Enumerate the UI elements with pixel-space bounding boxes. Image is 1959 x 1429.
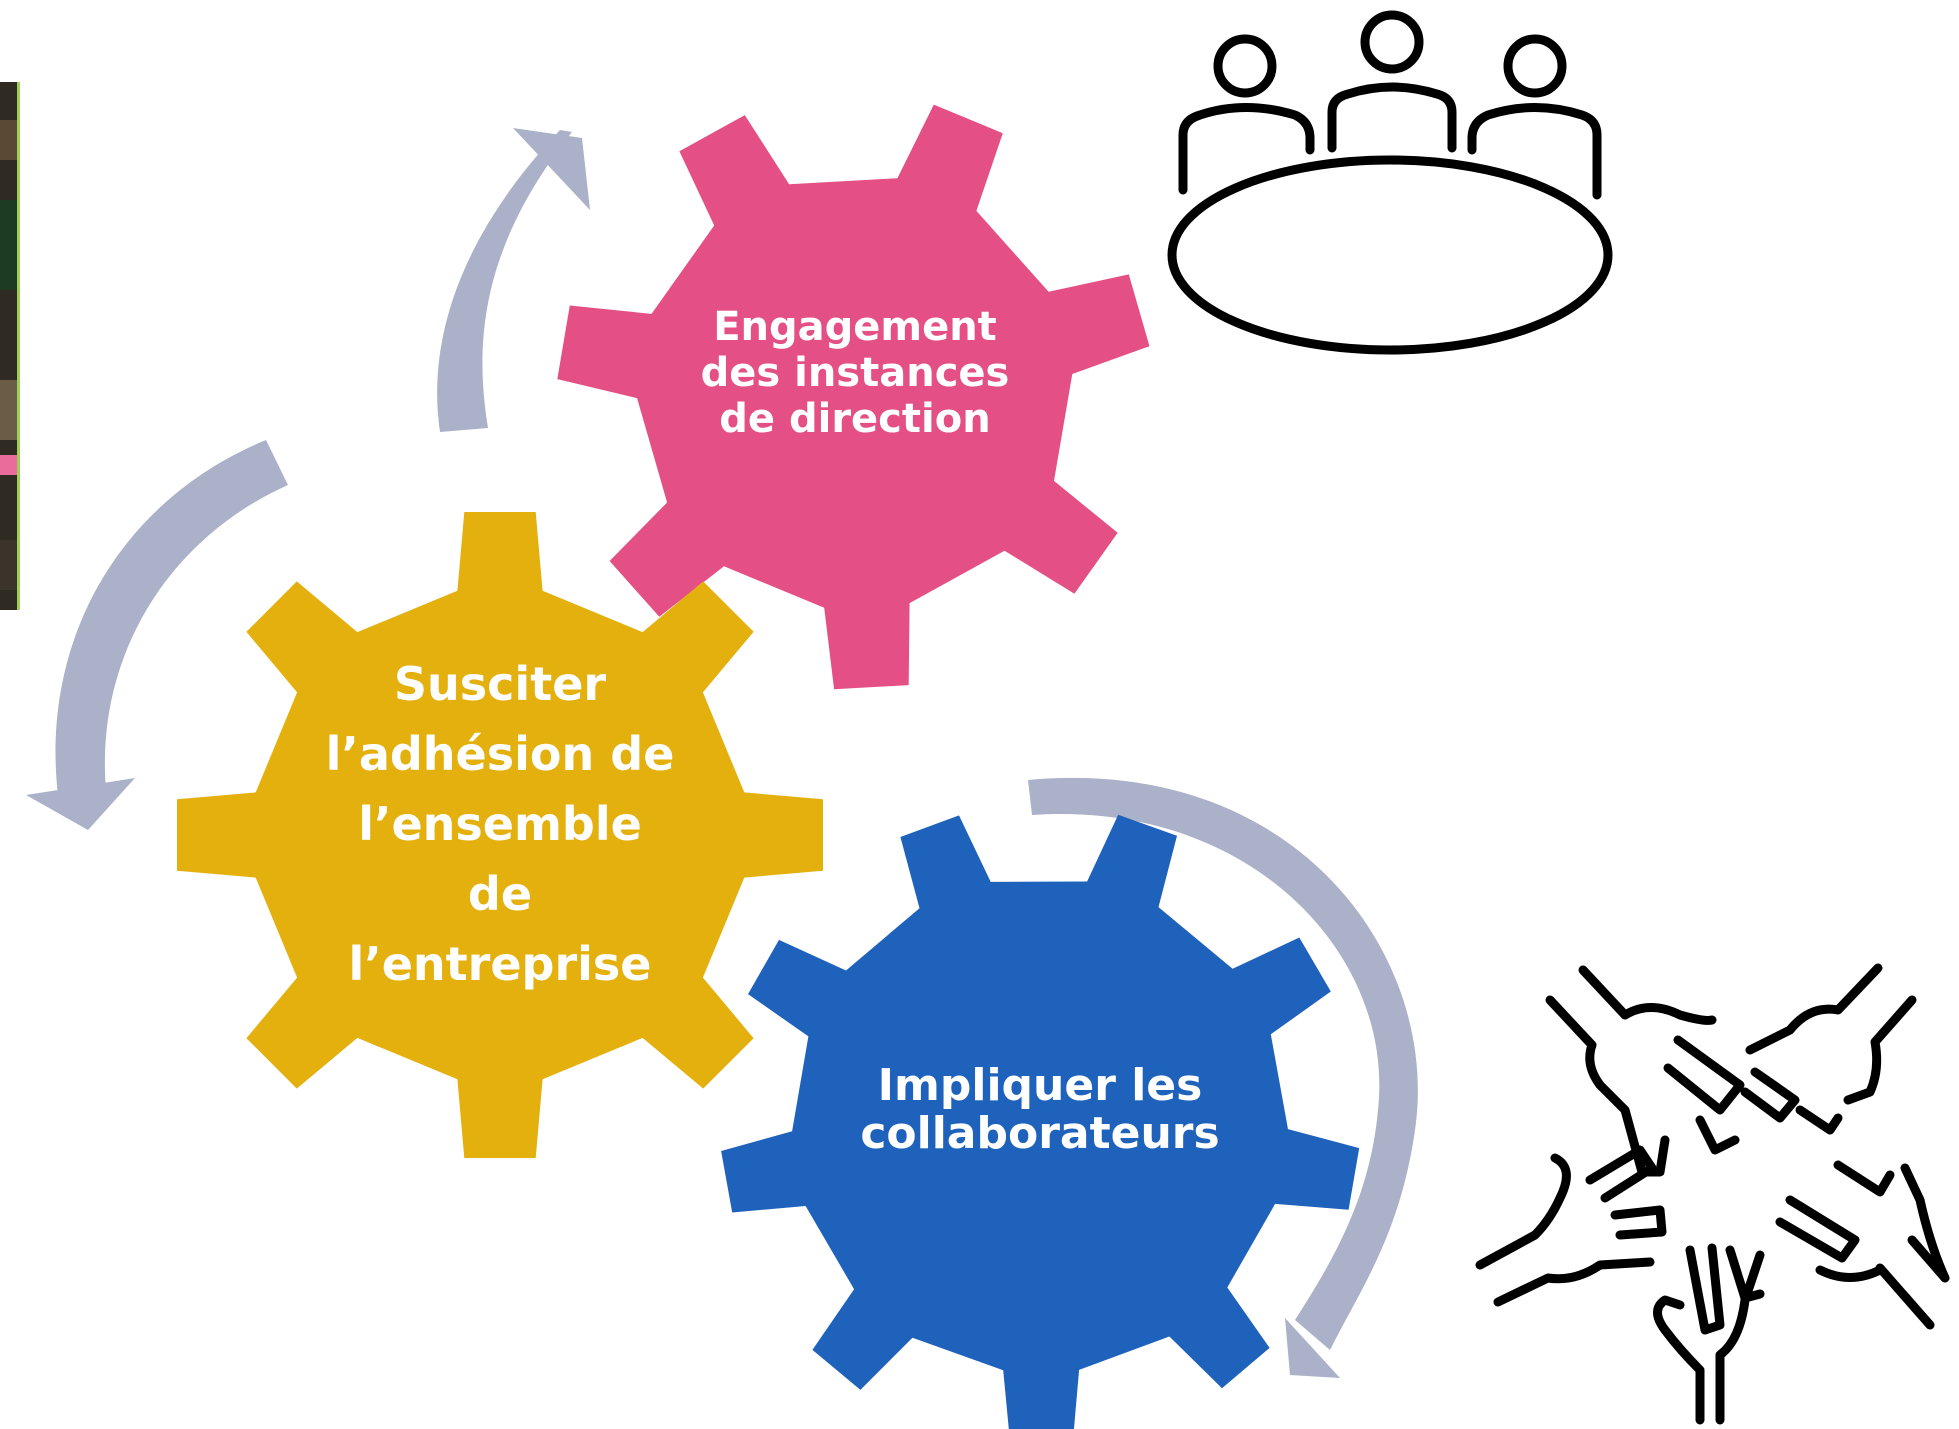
gear-engagement-shape xyxy=(557,104,1150,690)
adhesion-label-line: l’entreprise xyxy=(348,937,651,991)
gear-adhesion: Susciter l’adhésion de l’ensemble de l’entre… xyxy=(177,512,823,1158)
adhesion-label-line: de xyxy=(468,867,532,921)
meeting-table-icon xyxy=(1167,10,1613,355)
gear-adhesion-label: Susciter l’adhésion de l’ensemble de l’entre… xyxy=(326,657,675,991)
photo-fragment xyxy=(0,82,20,610)
impliquer-label-line: collaborateurs xyxy=(860,1108,1219,1159)
adhesion-label-line: l’ensemble xyxy=(358,797,642,851)
joined-hands-icon xyxy=(1475,963,1950,1425)
cycle-arrow-left xyxy=(26,440,288,830)
adhesion-label-line: Susciter xyxy=(394,657,606,711)
adhesion-label-line: l’adhésion de xyxy=(326,727,675,781)
impliquer-label-line: Impliquer les xyxy=(878,1060,1203,1111)
engagement-label-line: Engagement xyxy=(713,304,997,350)
gear-impliquer-shape xyxy=(721,814,1360,1429)
cycle-arrow-top xyxy=(437,128,590,432)
engagement-label-line: des instances xyxy=(701,350,1010,396)
engagement-label-line: de direction xyxy=(719,396,990,442)
gear-adhesion-shape xyxy=(177,512,823,1158)
cycle-arrow-right xyxy=(1028,777,1418,1378)
